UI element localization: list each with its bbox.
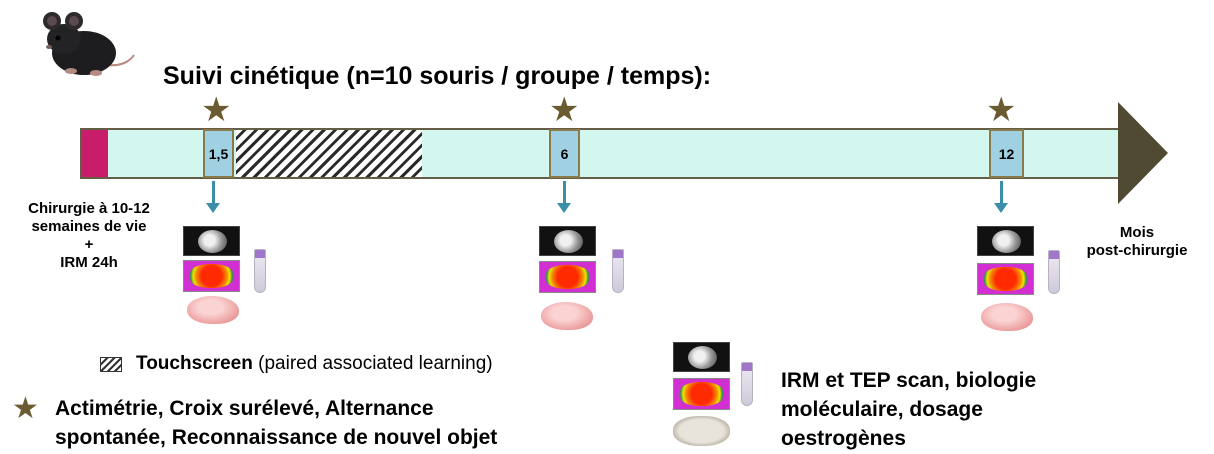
brain-icon xyxy=(981,303,1033,331)
timepoint-label: 1,5 xyxy=(208,145,229,162)
timepoint-marker: 6 xyxy=(549,129,580,178)
touchscreen-swatch xyxy=(100,357,122,372)
brain-icon xyxy=(541,302,593,330)
brain-slice-icon xyxy=(673,416,730,446)
mri-icon xyxy=(183,226,240,256)
imaging-legend-line3: oestrogènes xyxy=(781,427,906,450)
star-icon: ★ xyxy=(201,91,232,129)
blood-tube-icon xyxy=(741,362,753,406)
start-label: Chirurgie à 10-12 semaines de vie + IRM … xyxy=(28,200,150,271)
mri-icon xyxy=(539,226,596,256)
timeline-start-segment xyxy=(82,130,108,177)
pet-scan-icon xyxy=(673,378,730,410)
touchscreen-period xyxy=(236,130,422,177)
pet-scan-icon xyxy=(977,263,1034,295)
pet-scan-icon xyxy=(183,260,240,292)
end-label: Mois post-chirurgie xyxy=(1086,224,1188,259)
down-arrow-head xyxy=(206,203,220,213)
blood-tube-icon xyxy=(254,249,266,293)
mouse-icon xyxy=(43,12,135,76)
blood-tube-icon xyxy=(1048,250,1060,294)
diagram-title: Suivi cinétique (n=10 souris / groupe / … xyxy=(163,62,712,90)
star-icon: ★ xyxy=(12,392,39,425)
timeline-arrowhead xyxy=(1118,102,1168,204)
timepoint-marker: 1,5 xyxy=(203,129,234,178)
star-legend-line2: spontanée, Reconnaissance de nouvel obje… xyxy=(55,426,498,449)
timepoint-label: 12 xyxy=(998,145,1015,162)
imaging-legend: IRM et TEP scan, biologie moléculaire, d… xyxy=(781,366,1036,453)
down-arrow xyxy=(563,181,566,203)
touchscreen-legend: Touchscreen (paired associated learning) xyxy=(136,353,493,375)
down-arrow-head xyxy=(994,203,1008,213)
down-arrow-head xyxy=(557,203,571,213)
mri-icon xyxy=(977,226,1034,256)
timepoint-label: 6 xyxy=(560,145,569,162)
down-arrow xyxy=(1000,181,1003,203)
star-icon: ★ xyxy=(549,91,580,129)
timepoint-marker: 12 xyxy=(989,129,1024,178)
pet-scan-icon xyxy=(539,261,596,293)
mri-icon xyxy=(673,342,730,372)
down-arrow xyxy=(212,181,215,203)
blood-tube-icon xyxy=(612,249,624,293)
imaging-legend-line2: moléculaire, dosage xyxy=(781,398,983,421)
brain-icon xyxy=(187,296,239,324)
star-legend: Actimétrie, Croix surélevé, Alternance s… xyxy=(55,394,497,452)
touchscreen-legend-rest: (paired associated learning) xyxy=(252,353,493,374)
star-legend-line1: Actimétrie, Croix surélevé, Alternance xyxy=(55,397,434,420)
imaging-legend-line1: IRM et TEP scan, biologie xyxy=(781,369,1037,392)
touchscreen-legend-bold: Touchscreen xyxy=(136,353,253,374)
star-icon: ★ xyxy=(986,91,1017,129)
